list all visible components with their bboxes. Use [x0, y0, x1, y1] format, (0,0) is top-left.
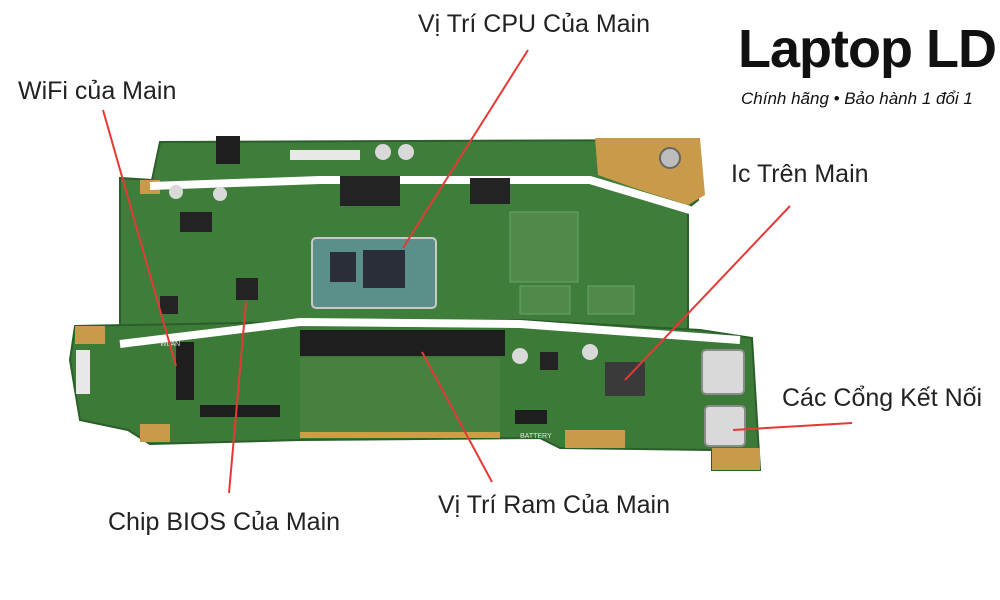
gold-tab-bottom-right [712, 448, 760, 470]
ffc-connector-left [76, 350, 90, 394]
chip [340, 176, 400, 206]
board-gap-middle [119, 317, 741, 348]
board-gap-upper [149, 176, 692, 214]
brand-tagline: Chính hãng • Bảo hành 1 đổi 1 [741, 89, 973, 108]
usb-port-lower [704, 405, 746, 447]
bga-chip-area-1 [509, 211, 579, 283]
callout-ic: Ic Trên Main [731, 160, 869, 188]
leader-line-ram [421, 351, 493, 483]
gold-tab-bottom-left [140, 424, 170, 442]
capacitor [169, 185, 183, 199]
chip [236, 278, 258, 300]
bga-chip-area-3 [587, 285, 635, 315]
callout-bios: Chip BIOS Của Main [108, 508, 341, 536]
ram-slot-edge [300, 432, 500, 438]
ram-slot [300, 330, 505, 356]
usb-port-upper [701, 349, 745, 395]
gold-tab-bottom-mid [565, 430, 625, 448]
callout-ram: Vị Trí Ram Của Main [438, 491, 671, 519]
chip [160, 296, 178, 314]
dc-jack [659, 147, 681, 169]
chip [470, 178, 510, 204]
callout-cpu: Vị Trí CPU Của Main [418, 10, 651, 38]
capacitor [512, 348, 528, 364]
gold-tab-left [75, 326, 105, 344]
capacitor [582, 344, 598, 360]
capacitor [213, 187, 227, 201]
brand-title: Laptop LD [738, 19, 997, 79]
ffc-connector-bottom [200, 405, 280, 417]
callout-ports: Các Cổng Kết Nối [782, 384, 983, 412]
capacitor [375, 144, 391, 160]
ram-slot-area [300, 358, 500, 436]
battery-connector [515, 410, 547, 424]
leader-line-wifi [102, 109, 177, 367]
capacitor [398, 144, 414, 160]
cpu-die-large [363, 250, 405, 288]
ffc-connector-top [290, 150, 360, 160]
leader-line-ports [732, 422, 853, 431]
cpu-die-small [330, 252, 356, 282]
callout-wifi: WiFi của Main [18, 77, 177, 105]
m2-slot [216, 136, 240, 164]
chip [540, 352, 558, 370]
leader-line-cpu [402, 49, 529, 249]
chip [180, 212, 212, 232]
leader-line-ic [624, 205, 791, 381]
battery-silkscreen: BATTERY [520, 433, 552, 440]
wifi-slot [176, 342, 194, 400]
leader-line-bios [228, 301, 247, 494]
bga-chip-area-2 [519, 285, 571, 315]
